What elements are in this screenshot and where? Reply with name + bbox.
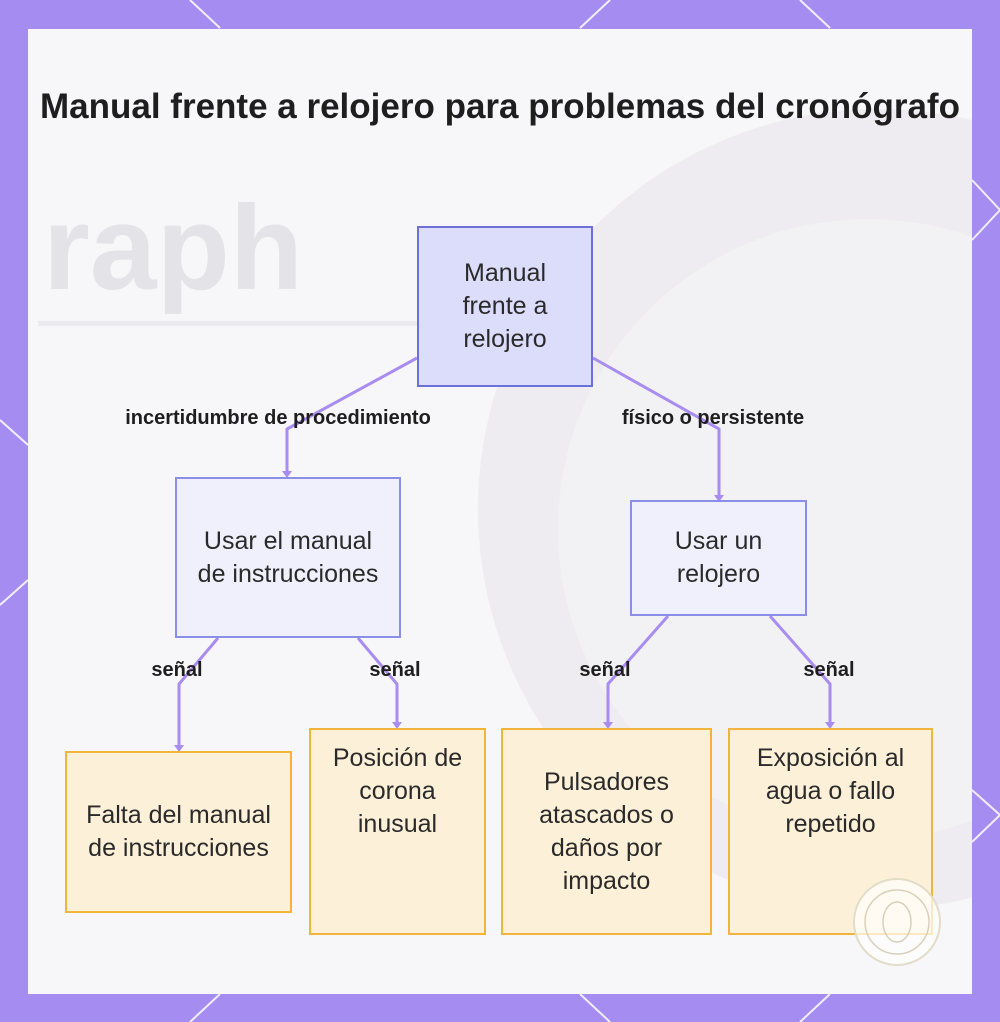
node-watchmaker: Usar un relojero <box>630 500 807 616</box>
edge-root-watchmaker <box>592 356 721 499</box>
edge-manual-crown <box>356 637 399 726</box>
connectors <box>174 356 835 752</box>
edge-watchmaker-water <box>768 615 832 726</box>
edge-manual-missing <box>177 637 220 749</box>
svg-text:raph: raph <box>43 181 303 315</box>
node-stuck-pushers: Pulsadores atascados o daños por impacto <box>501 728 712 935</box>
edge-label-signal-1: señal <box>151 659 203 681</box>
diagram-title: Manual frente a relojero para problemas … <box>40 87 960 126</box>
edge-root-manual <box>285 356 418 475</box>
edge-label-procedure: incertidumbre de procedimiento <box>125 407 431 429</box>
edge-label-signal-3: señal <box>579 659 631 681</box>
edge-label-signal-4: señal <box>803 659 855 681</box>
seal-emblem <box>853 878 941 966</box>
edge-label-signal-2: señal <box>369 659 421 681</box>
node-root: Manual frente a relojero <box>417 226 593 387</box>
node-crown-position: Posición de corona inusual <box>309 728 486 935</box>
node-missing-manual: Falta del manual de instrucciones <box>65 751 292 913</box>
arrowhead-crown <box>392 722 402 729</box>
arrowhead-watchmaker <box>714 495 724 502</box>
arrowhead-water <box>825 722 835 729</box>
arrowhead-manual <box>282 471 292 478</box>
node-manual: Usar el manual de instrucciones <box>175 477 401 638</box>
edge-watchmaker-pushers <box>606 615 670 726</box>
arrowhead-pushers <box>603 722 613 729</box>
arrowhead-missing <box>174 745 184 752</box>
diagram-panel: raph Manual frente a relojero para probl… <box>28 29 972 994</box>
edge-label-physical: físico o persistente <box>621 407 805 429</box>
